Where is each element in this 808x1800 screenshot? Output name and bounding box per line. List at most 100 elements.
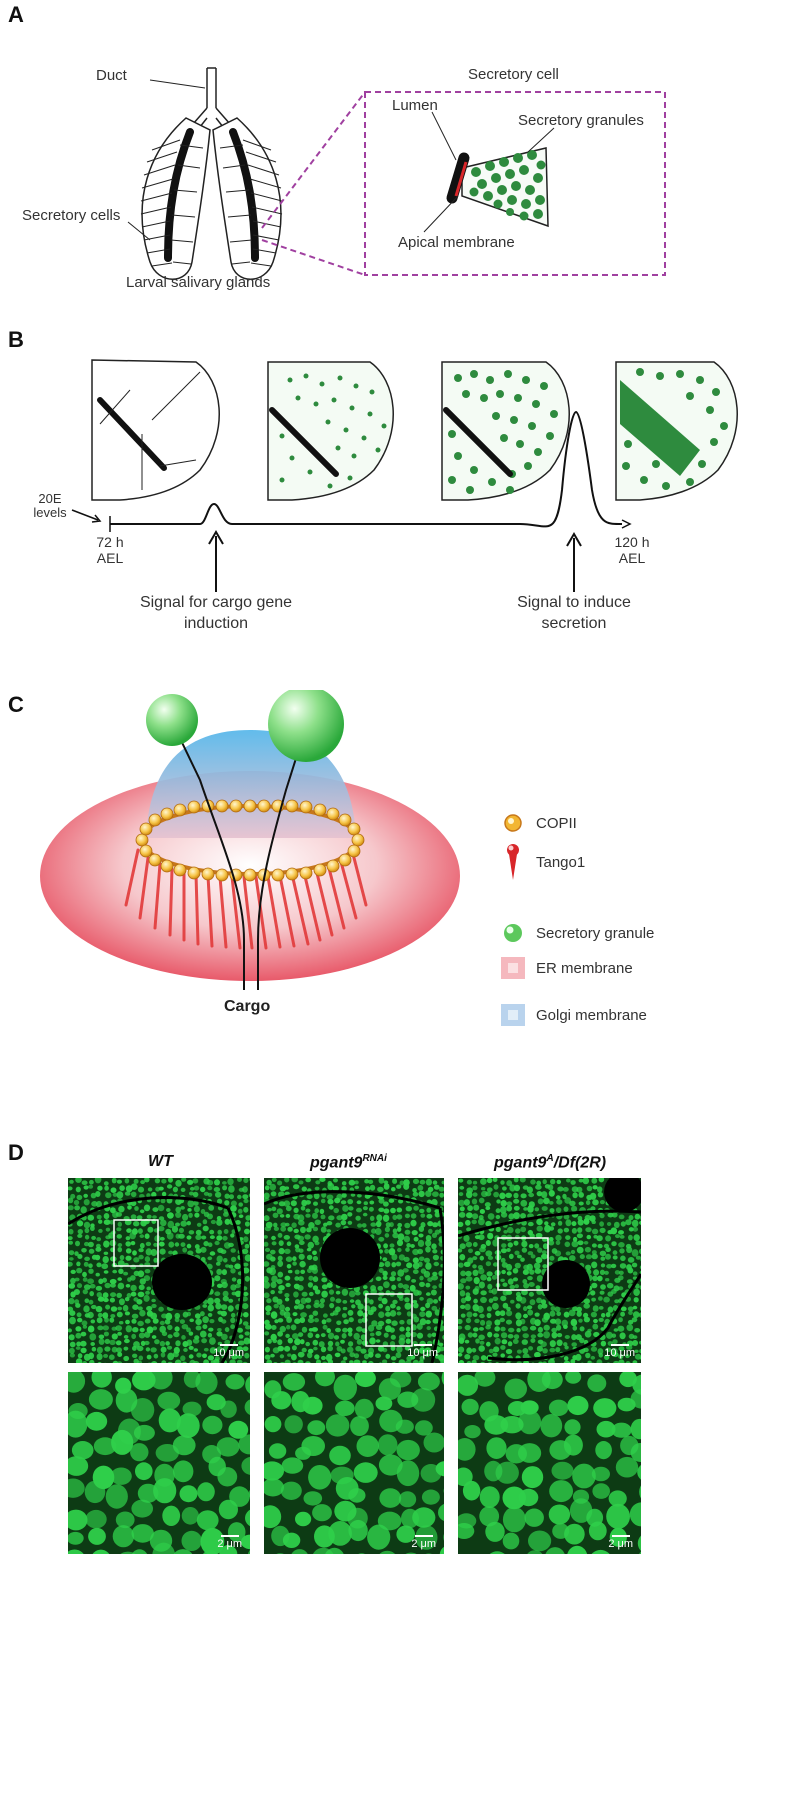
granule bbox=[110, 1283, 116, 1288]
granule bbox=[312, 1212, 318, 1219]
signal-cargo-line1: Signal for cargo gene bbox=[139, 594, 293, 611]
granule bbox=[612, 1255, 618, 1260]
granule bbox=[130, 1284, 137, 1292]
granule bbox=[555, 1347, 561, 1353]
granule bbox=[538, 1361, 543, 1363]
granule bbox=[187, 1199, 195, 1208]
granule bbox=[83, 1221, 91, 1229]
granule bbox=[584, 1246, 591, 1253]
granule bbox=[471, 1198, 478, 1205]
granule bbox=[209, 1337, 216, 1345]
granule bbox=[237, 1327, 243, 1333]
granule bbox=[84, 1256, 90, 1261]
granule bbox=[548, 1358, 555, 1363]
granule bbox=[222, 1181, 227, 1185]
granule bbox=[277, 1232, 283, 1238]
granule bbox=[588, 1521, 607, 1541]
granule bbox=[458, 1346, 465, 1353]
granule bbox=[175, 1222, 180, 1227]
granule bbox=[97, 1361, 102, 1363]
granule bbox=[493, 1346, 500, 1353]
granule bbox=[604, 1354, 610, 1360]
granule bbox=[101, 1263, 109, 1270]
granule bbox=[68, 1205, 74, 1211]
granule bbox=[68, 1531, 84, 1545]
granule bbox=[464, 1354, 471, 1360]
legend-golgi: Golgi membrane bbox=[500, 1003, 647, 1027]
granule bbox=[312, 1226, 319, 1232]
granule bbox=[284, 1345, 291, 1352]
granule bbox=[279, 1354, 285, 1359]
granule bbox=[512, 1268, 519, 1274]
column-title-mutant-text: pgant9 bbox=[494, 1154, 547, 1172]
granule bbox=[181, 1507, 199, 1525]
granule bbox=[277, 1345, 284, 1352]
granule bbox=[75, 1240, 80, 1247]
granule bbox=[187, 1250, 194, 1256]
granule bbox=[151, 1361, 158, 1363]
granule bbox=[523, 1313, 528, 1319]
granule bbox=[160, 1236, 165, 1241]
granule bbox=[549, 1347, 556, 1353]
granule bbox=[515, 1228, 521, 1234]
granule bbox=[124, 1297, 130, 1302]
granule bbox=[87, 1325, 95, 1333]
granule bbox=[487, 1255, 494, 1260]
granule bbox=[485, 1240, 491, 1246]
granule bbox=[341, 1313, 347, 1318]
granule bbox=[412, 1248, 419, 1256]
granule bbox=[133, 1221, 140, 1227]
granule bbox=[472, 1256, 478, 1261]
granule bbox=[326, 1229, 332, 1233]
granule bbox=[340, 1360, 346, 1363]
granule bbox=[122, 1304, 129, 1312]
granule bbox=[599, 1200, 605, 1205]
granule bbox=[144, 1269, 151, 1274]
granule bbox=[521, 1220, 527, 1226]
granule bbox=[69, 1341, 76, 1348]
granule bbox=[598, 1317, 604, 1322]
granule bbox=[354, 1372, 376, 1388]
granule bbox=[521, 1289, 528, 1296]
granule bbox=[176, 1413, 200, 1438]
granule bbox=[631, 1219, 639, 1228]
granule bbox=[76, 1283, 83, 1289]
granule bbox=[604, 1270, 609, 1275]
granule bbox=[554, 1318, 562, 1325]
granule bbox=[519, 1178, 526, 1183]
granule bbox=[606, 1331, 613, 1339]
granule bbox=[75, 1358, 83, 1363]
granule bbox=[506, 1306, 511, 1312]
granule bbox=[116, 1227, 122, 1232]
granule bbox=[267, 1207, 272, 1212]
granule bbox=[413, 1236, 419, 1242]
granule bbox=[157, 1226, 165, 1232]
granule bbox=[485, 1191, 492, 1197]
granule bbox=[314, 1219, 321, 1226]
granule bbox=[504, 1378, 527, 1400]
granule bbox=[548, 1504, 571, 1525]
legend-copii: COPII bbox=[500, 812, 577, 834]
granule bbox=[291, 1178, 298, 1183]
granule bbox=[392, 1299, 398, 1305]
granule bbox=[105, 1484, 128, 1509]
granule bbox=[375, 1324, 383, 1330]
granule bbox=[305, 1178, 312, 1183]
granule bbox=[207, 1312, 213, 1317]
granule bbox=[152, 1215, 157, 1219]
granule bbox=[75, 1303, 81, 1308]
granule bbox=[404, 1297, 410, 1303]
granule bbox=[244, 1399, 250, 1416]
granule bbox=[305, 1361, 311, 1363]
granule bbox=[131, 1549, 148, 1554]
legend-granule-label: Secretory granule bbox=[536, 924, 655, 942]
granule bbox=[265, 1305, 272, 1312]
granule bbox=[516, 1361, 522, 1363]
granule bbox=[321, 1284, 328, 1290]
granule bbox=[583, 1347, 589, 1353]
granule bbox=[88, 1268, 94, 1274]
granule bbox=[479, 1506, 500, 1527]
granule bbox=[549, 1340, 556, 1348]
granule bbox=[347, 1199, 354, 1205]
granule bbox=[521, 1240, 528, 1248]
